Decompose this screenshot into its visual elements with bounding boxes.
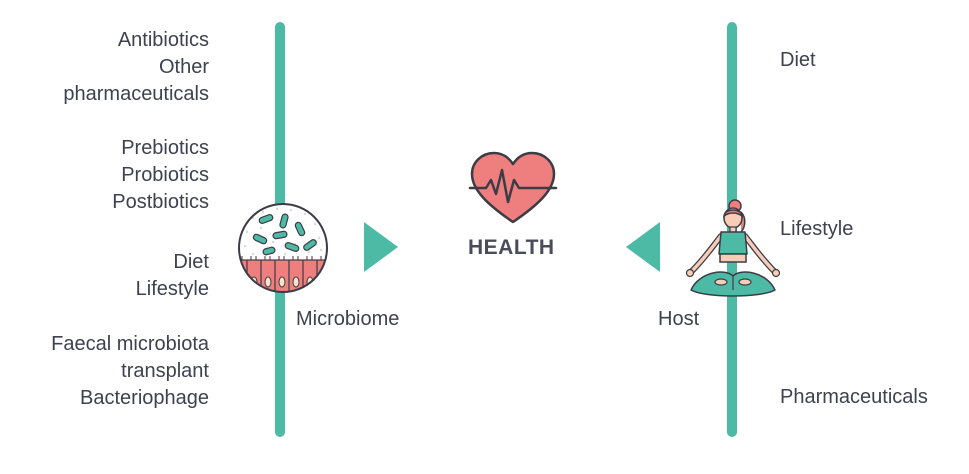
microbiome-label: Microbiome [296, 308, 400, 330]
intervention-item: Prebiotics [121, 137, 209, 159]
health-label: HEALTH [468, 236, 555, 259]
host-factor-pharmaceuticals: Pharmaceuticals [780, 386, 928, 408]
heart-ekg-icon [468, 151, 558, 224]
intervention-item: Faecal microbiota [51, 333, 209, 355]
triangle-left-icon [626, 222, 660, 272]
intervention-item: transplant [121, 360, 209, 382]
intervention-item: Other [158, 56, 209, 78]
intervention-group-diet-lifestyle: Diet Lifestyle [136, 249, 209, 303]
host-factor-diet: Diet [780, 49, 816, 71]
host-factor-lifestyle: Lifestyle [780, 218, 854, 240]
meditating-person-icon [685, 199, 781, 297]
intervention-item: pharmaceuticals [63, 83, 209, 105]
intervention-item: Antibiotics [117, 29, 209, 51]
intervention-item: Postbiotics [112, 191, 209, 213]
triangle-right-icon [364, 222, 398, 272]
host-label: Host [658, 308, 700, 330]
intervention-item: Bacteriophage [80, 387, 209, 409]
intervention-item: Diet [173, 251, 209, 273]
intervention-group-antimicrobials: Antibiotics Other pharmaceuticals [63, 27, 209, 108]
intervention-item: Probiotics [121, 164, 209, 186]
intervention-group-fmt-phage: Faecal microbiota transplant Bacteriopha… [51, 331, 209, 412]
microbiome-icon [238, 203, 328, 293]
intervention-item: Lifestyle [135, 278, 209, 300]
intervention-group-biotics: Prebiotics Probiotics Postbiotics [112, 135, 209, 216]
